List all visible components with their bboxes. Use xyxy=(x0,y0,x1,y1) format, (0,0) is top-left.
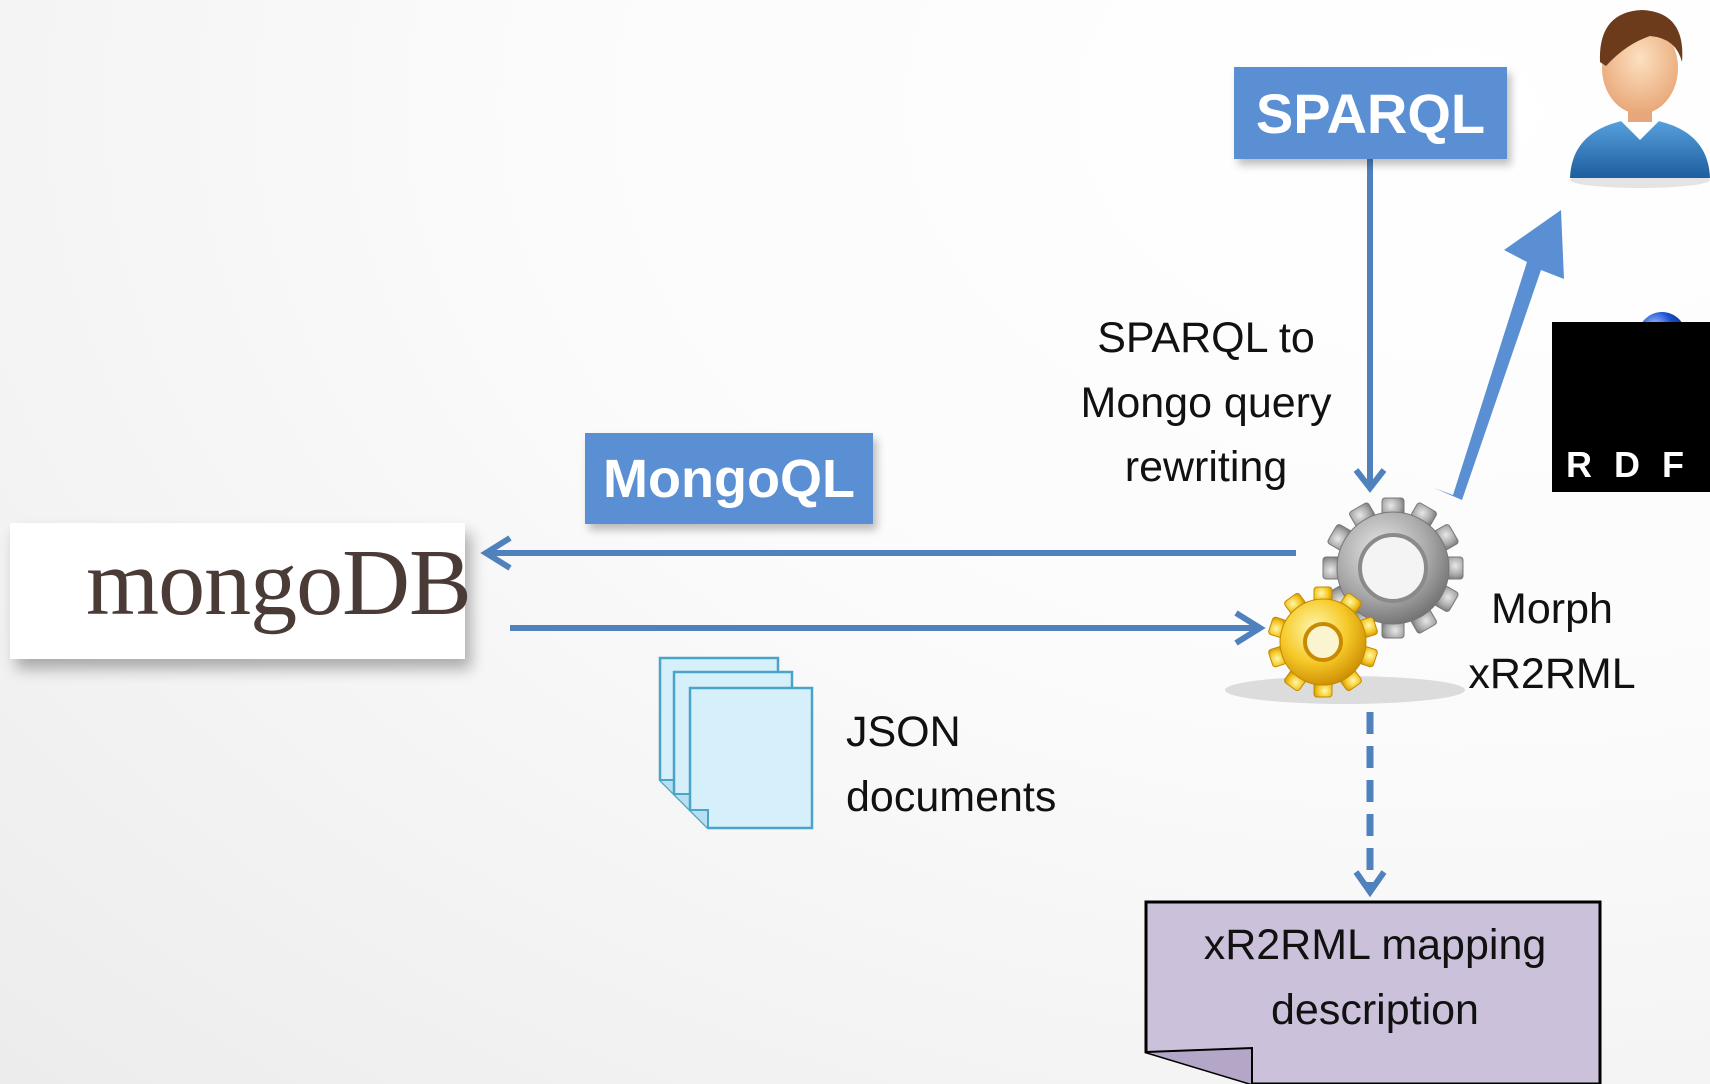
rewrite-label: SPARQL to Mongo query rewriting xyxy=(1040,306,1372,500)
result-arrow xyxy=(1434,210,1564,500)
engine-label: Morph xR2RML xyxy=(1450,577,1654,706)
json-documents-label: JSON documents xyxy=(846,700,1056,829)
mongodb-wordmark: mongoDB xyxy=(86,531,472,635)
rdf-logo-text: RDF xyxy=(1566,444,1706,485)
engine-label-line: xR2RML xyxy=(1468,649,1636,698)
mongoql-box: MongoQL xyxy=(585,433,873,524)
query-arrow xyxy=(480,535,1296,571)
mapping-description-label: xR2RML mapping description xyxy=(1150,913,1600,1042)
sparql-box: SPARQL xyxy=(1234,67,1507,159)
mapping-document-shape xyxy=(1144,900,1602,1084)
documents-stack-icon xyxy=(658,656,814,830)
sparql-down-arrow xyxy=(1353,159,1387,493)
gears-icon xyxy=(1225,497,1465,704)
json-label-line: JSON xyxy=(846,708,961,756)
user-avatar-icon xyxy=(1570,10,1710,188)
mongodb-logo: mongoDB xyxy=(10,523,472,659)
engine-label-line: Morph xyxy=(1491,585,1613,633)
results-return-arrow xyxy=(510,610,1266,646)
rdf-logo: RDF xyxy=(1552,322,1710,492)
mapping-label-line: description xyxy=(1271,985,1479,1034)
mapping-dashed-arrow xyxy=(1353,712,1387,898)
mapping-label-line: xR2RML mapping xyxy=(1203,921,1547,969)
rewrite-label-line: rewriting xyxy=(1124,443,1288,491)
rewrite-label-line: Mongo query xyxy=(1080,378,1332,427)
rewrite-label-line: SPARQL to xyxy=(1097,314,1315,362)
json-label-line: documents xyxy=(846,772,1057,821)
